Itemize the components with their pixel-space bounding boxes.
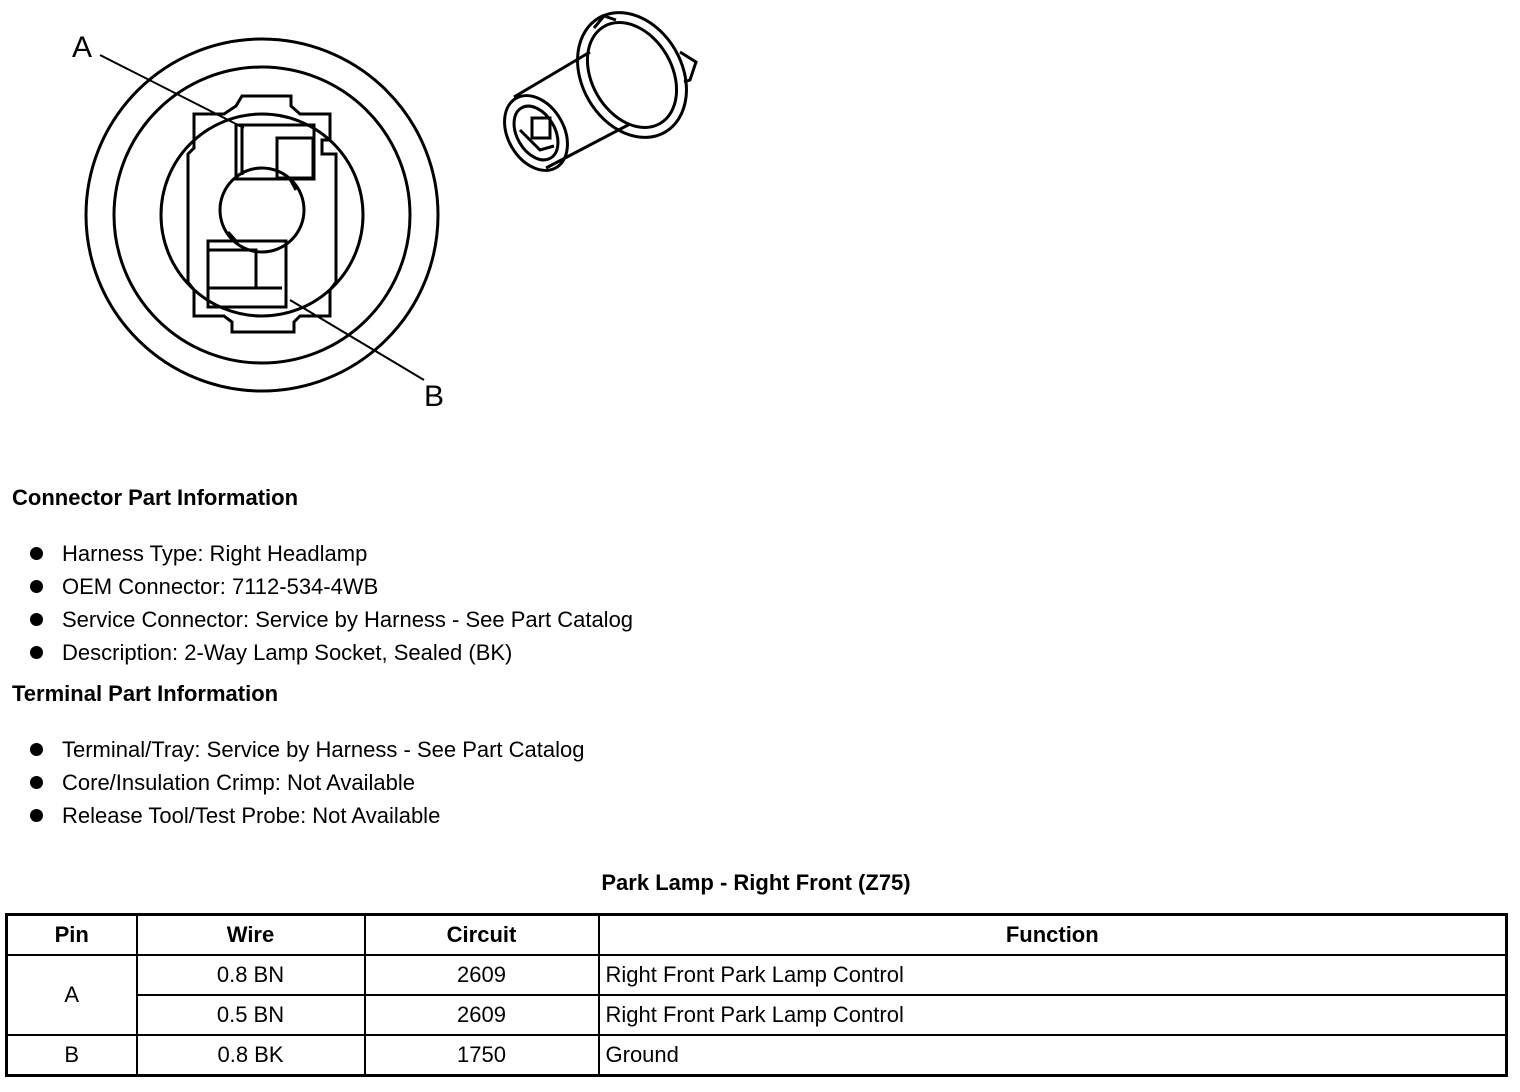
column-header-wire: Wire: [135, 913, 366, 956]
connector-info-list: Harness Type: Right Headlamp OEM Connect…: [28, 537, 633, 669]
function-cell: Ground: [597, 1034, 1508, 1077]
list-item-text: Service Connector: Service by Harness - …: [62, 607, 634, 632]
callout-b-leader: [289, 299, 425, 381]
circuit-cell: 1750: [363, 1034, 600, 1077]
terminal-part-info-heading: Terminal Part Information: [12, 681, 279, 706]
wire-cell: 0.5 BN: [135, 994, 366, 1036]
circuit-cell: 2609: [363, 994, 600, 1036]
list-item-text: OEM Connector: 7112-534-4WB: [62, 574, 379, 599]
terminal-b-blade: [206, 248, 258, 290]
callout-a-leader: [99, 54, 245, 129]
connector-inner-ring: [159, 112, 365, 318]
pin-cell: B: [5, 1034, 138, 1077]
list-item-text: Harness Type: Right Headlamp: [62, 541, 368, 566]
bullet-icon: [30, 743, 43, 756]
table-row: A 0.8 BN 2609 Right Front Park Lamp Cont…: [5, 954, 1508, 1036]
column-header-pin: Pin: [5, 913, 138, 956]
terminal-a-blade: [275, 136, 315, 180]
connector-body-outline: [186, 94, 338, 334]
table-row: B 0.8 BK 1750 Ground: [5, 1034, 1508, 1077]
list-item-text: Release Tool/Test Probe: Not Available: [62, 803, 441, 828]
bullet-icon: [30, 613, 43, 626]
list-item: Core/Insulation Crimp: Not Available: [28, 766, 585, 799]
list-item: Description: 2-Way Lamp Socket, Sealed (…: [28, 636, 633, 669]
bullet-icon: [30, 646, 43, 659]
list-item: OEM Connector: 7112-534-4WB: [28, 570, 633, 603]
list-item: Release Tool/Test Probe: Not Available: [28, 799, 585, 832]
function-cell: Right Front Park Lamp Control: [597, 994, 1508, 1036]
connector-center-hole: [218, 166, 306, 254]
list-item: Harness Type: Right Headlamp: [28, 537, 633, 570]
list-item: Terminal/Tray: Service by Harness - See …: [28, 733, 585, 766]
column-header-function: Function: [597, 913, 1508, 956]
lamp-socket-illustration: [503, 11, 698, 172]
circuit-cell: 2609: [363, 954, 600, 996]
connector-diagram: A B: [72, 11, 698, 413]
bullet-icon: [30, 776, 43, 789]
connector-part-info-heading: Connector Part Information: [12, 485, 299, 510]
table-header-row: Pin Wire Circuit Function: [5, 913, 1508, 956]
connector-outer-ring: [84, 37, 440, 393]
wire-cell: 0.8 BN: [135, 954, 366, 996]
pin-cell: A: [5, 954, 138, 1036]
bullet-icon: [30, 809, 43, 822]
terminal-info-list: Terminal/Tray: Service by Harness - See …: [28, 733, 585, 832]
table-row: 0.5 BN 2609 Right Front Park Lamp Contro…: [7, 994, 1508, 1036]
bullet-icon: [30, 547, 43, 560]
column-header-circuit: Circuit: [363, 913, 600, 956]
callout-a-label: A: [72, 31, 92, 64]
list-item-text: Core/Insulation Crimp: Not Available: [62, 770, 415, 795]
list-item-text: Terminal/Tray: Service by Harness - See …: [62, 737, 585, 762]
pin-table: Pin Wire Circuit Function A 0.8 BN 2609 …: [5, 913, 1508, 1077]
function-cell: Right Front Park Lamp Control: [597, 954, 1508, 996]
list-item: Service Connector: Service by Harness - …: [28, 603, 633, 636]
wire-cell: 0.8 BK: [135, 1034, 366, 1077]
list-item-text: Description: 2-Way Lamp Socket, Sealed (…: [62, 640, 513, 665]
callout-b-label: B: [424, 380, 444, 413]
connector-middle-ring: [112, 65, 412, 365]
bullet-icon: [30, 580, 43, 593]
pin-table-title: Park Lamp - Right Front (Z75): [601, 870, 911, 895]
